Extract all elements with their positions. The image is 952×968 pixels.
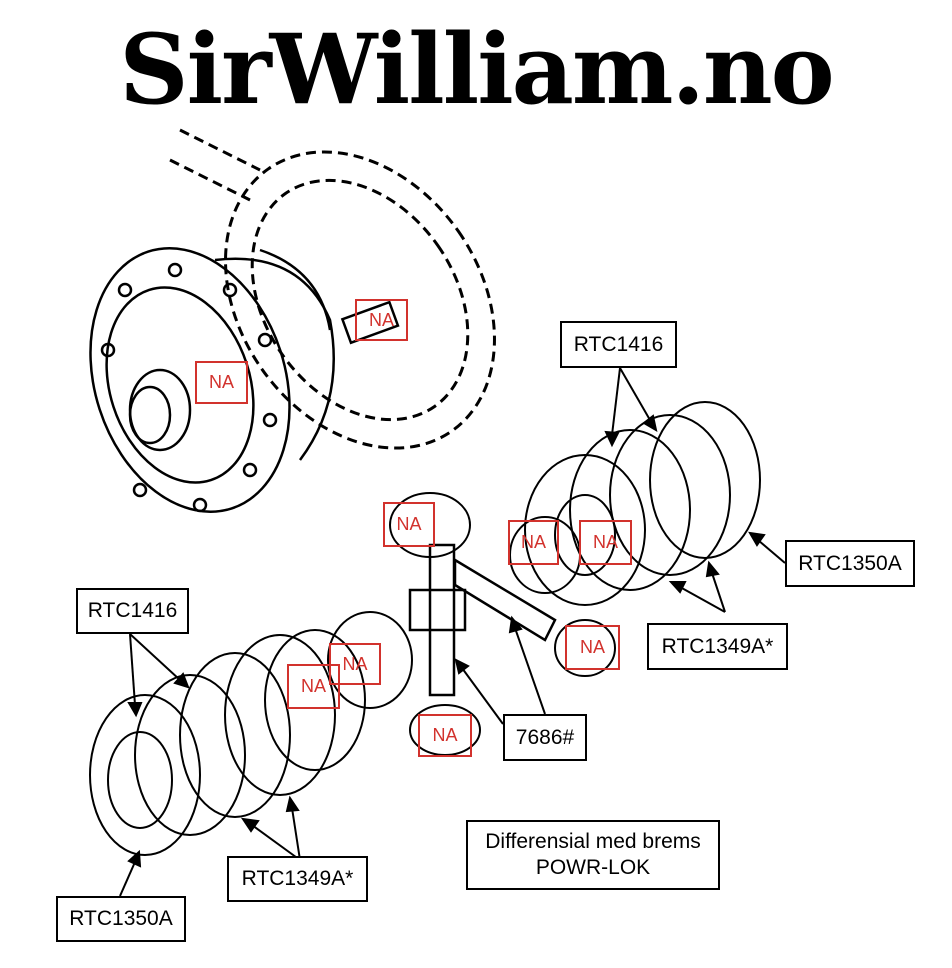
na-marker: NA [383,502,435,547]
caption-line-1: Differensial med brems [485,829,701,853]
left-clutch-pack [89,629,366,856]
cross-shaft [408,543,557,697]
na-marker: NA [287,664,340,709]
caption-line-2: POWR-LOK [535,856,651,879]
na-marker: NA [579,520,632,565]
na-marker: NA [418,714,472,757]
differential-case [89,247,400,513]
part-label-rtc1349a-top: RTC1349A* [647,623,788,670]
callout-arrows [119,367,786,897]
na-marker: NA [508,520,559,565]
na-marker: NA [195,361,248,404]
site-logo: SirWilliam.no [119,13,834,126]
part-label-7686: 7686# [503,714,587,761]
diagram-caption: Differensial med brems POWR-LOK [466,820,720,890]
part-label-rtc1350a-top: RTC1350A [785,540,915,587]
part-label-rtc1416-left: RTC1416 [76,588,189,634]
na-marker: NA [565,625,620,670]
part-label-rtc1416-top: RTC1416 [560,321,677,368]
na-marker: NA [355,299,408,341]
part-label-rtc1350a-left: RTC1350A [56,896,186,942]
right-clutch-pack [524,401,761,606]
part-label-rtc1349a-left: RTC1349A* [227,856,368,902]
